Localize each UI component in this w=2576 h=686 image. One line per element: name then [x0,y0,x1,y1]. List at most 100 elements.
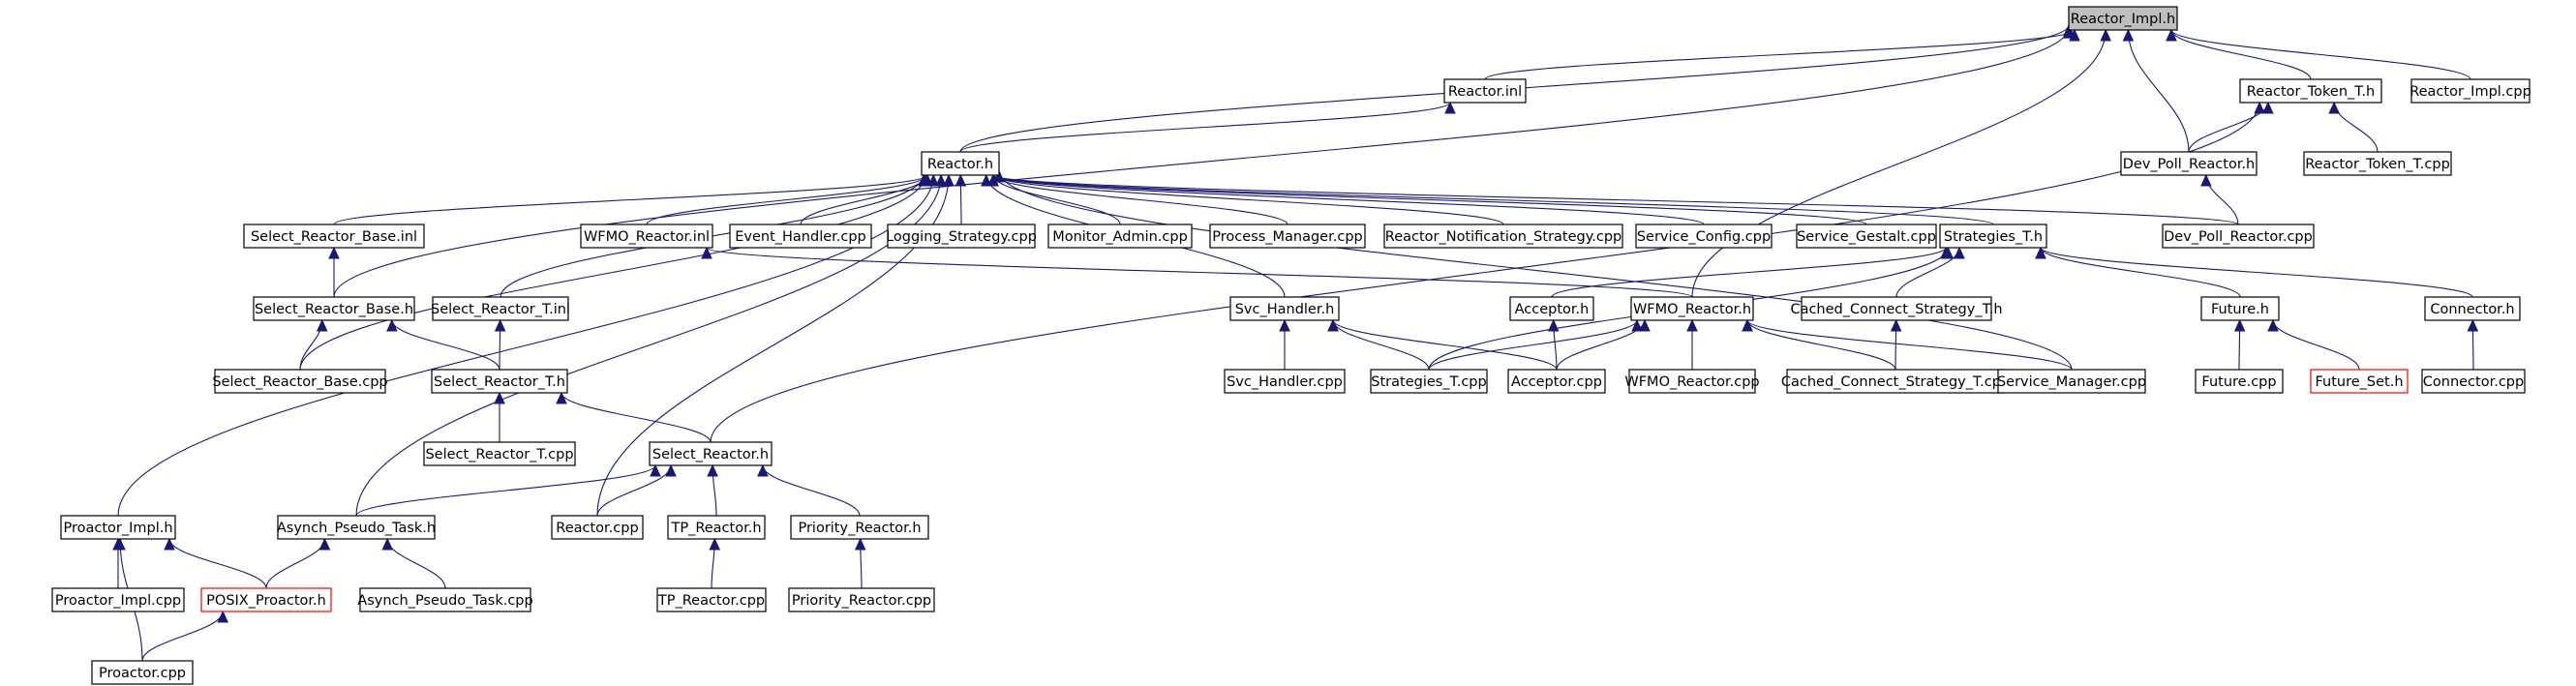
node-label: Svc_Handler.cpp [1227,374,1343,390]
node-process-manager-cpp[interactable]: Process_Manager.cpp [1209,224,1366,249]
node-logging-strategy-cpp[interactable]: Logging_Strategy.cpp [886,224,1037,249]
node-label: Priority_Reactor.cpp [792,593,931,609]
node-label: Svc_Handler.h [1235,302,1335,317]
node-reactor-inl[interactable]: Reactor.inl [1443,78,1527,104]
edge-select-reactor-base-cpp-to-reactor-h [299,173,931,371]
node-label: Acceptor.cpp [1511,374,1602,390]
node-label: Connector.cpp [2423,374,2524,390]
node-future-set-h[interactable]: Future_Set.h [2310,369,2409,394]
edge-select-reactor-base-h-to-reactor-impl-h [333,25,2075,298]
node-svc-handler-h[interactable]: Svc_Handler.h [1229,296,1340,321]
node-reactor-token-t-cpp[interactable]: Reactor_Token_T.cpp [2303,151,2452,176]
edge-reactor-token-t-cpp-to-reactor-token-t-h [2328,101,2379,153]
node-priority-reactor-h[interactable]: Priority_Reactor.h [790,515,929,540]
node-label: Select_Reactor_Base.inl [251,229,417,245]
edge-asynch-pseudo-task-h-to-select-reactor-h [355,463,661,517]
node-label: Select_Reactor_T.h [434,374,565,390]
node-reactor-token-t-h[interactable]: Reactor_Token_T.h [2239,78,2382,104]
edge-tp-reactor-h-to-select-reactor-h [707,463,718,517]
edge-posix-proactor-h-to-asynch-pseudo-task-h [265,537,331,589]
node-label: Service_Gestalt.cpp [1797,229,1936,245]
node-reactor-h[interactable]: Reactor.h [921,151,1000,176]
node-priority-reactor-cpp[interactable]: Priority_Reactor.cpp [788,587,935,612]
node-label: Select_Reactor_T.inl [431,302,570,317]
node-label: WFMO_Reactor.inl [584,229,710,245]
edge-connector-h-to-strategies-t-h [2035,246,2473,298]
node-tp-reactor-h[interactable]: TP_Reactor.h [667,515,766,540]
node-strategies-t-cpp[interactable]: Strategies_T.cpp [1370,369,1488,394]
node-posix-proactor-h[interactable]: POSIX_Proactor.h [200,587,332,612]
node-tp-reactor-cpp[interactable]: TP_Reactor.cpp [656,587,767,612]
node-label: Reactor_Notification_Strategy.cpp [1385,229,1621,245]
node-select-reactor-t-inl[interactable]: Select_Reactor_T.inl [431,296,570,321]
edge-wfmo-reactor-h-to-reactor-impl-h [1691,28,2111,298]
node-dev-poll-reactor-h[interactable]: Dev_Poll_Reactor.h [2120,151,2258,176]
node-label: Cached_Connect_Strategy_T.cpp [1781,374,2010,390]
edge-proactor-cpp-to-posix-proactor-h [141,610,228,662]
node-cached-connect-strategy-t-cpp[interactable]: Cached_Connect_Strategy_T.cpp [1781,369,2010,394]
node-proactor-cpp[interactable]: Proactor.cpp [91,660,194,685]
node-label: Strategies_T.h [1944,229,2043,245]
node-cached-connect-strategy-t-h[interactable]: Cached_Connect_Strategy_T.h [1790,296,2003,321]
node-label: Future.h [2211,302,2269,317]
node-select-reactor-t-cpp[interactable]: Select_Reactor_T.cpp [423,441,576,466]
node-select-reactor-t-h[interactable]: Select_Reactor_T.h [431,369,568,394]
node-label: Future.cpp [2201,374,2276,390]
node-service-config-cpp[interactable]: Service_Config.cpp [1635,224,1773,249]
node-label: Acceptor.h [1515,302,1590,317]
edge-dev-poll-reactor-h-to-reactor-token-t-h [2188,101,2274,153]
node-reactor-notification-strategy-cpp[interactable]: Reactor_Notification_Strategy.cpp [1383,224,1623,249]
node-label: Service_Manager.cpp [1997,374,2146,390]
node-acceptor-h[interactable]: Acceptor.h [1509,296,1594,321]
node-connector-h[interactable]: Connector.h [2424,296,2521,321]
node-asynch-pseudo-task-cpp[interactable]: Asynch_Pseudo_Task.cpp [357,587,533,612]
edge-reactor-impl-cpp-to-reactor-impl-h [2166,28,2471,80]
edge-reactor-inl-to-reactor-impl-h [1484,28,2080,80]
node-label: Reactor.cpp [556,521,638,536]
edge-connector-cpp-to-connector-h [2467,318,2479,371]
node-future-cpp[interactable]: Future.cpp [2195,369,2284,394]
node-select-reactor-base-h[interactable]: Select_Reactor_Base.h [253,296,415,321]
node-reactor-impl-cpp[interactable]: Reactor_Impl.cpp [2409,78,2531,104]
node-strategies-t-h[interactable]: Strategies_T.h [1939,224,2047,249]
node-label: Proactor_Impl.h [63,521,172,536]
node-connector-cpp[interactable]: Connector.cpp [2421,369,2526,394]
node-acceptor-cpp[interactable]: Acceptor.cpp [1507,369,1606,394]
node-service-gestalt-cpp[interactable]: Service_Gestalt.cpp [1796,224,1937,249]
node-monitor-admin-cpp[interactable]: Monitor_Admin.cpp [1047,224,1193,249]
edge-service-gestalt-cpp-to-reactor-h [987,173,1867,225]
node-service-manager-cpp[interactable]: Service_Manager.cpp [1997,369,2146,394]
node-label: Reactor_Impl.cpp [2409,84,2531,100]
graph-edges [112,23,2479,662]
edge-reactor-token-t-h-to-reactor-impl-h [2166,28,2312,80]
node-label: Monitor_Admin.cpp [1052,229,1188,245]
node-select-reactor-base-inl[interactable]: Select_Reactor_Base.inl [243,224,425,249]
node-label: Cached_Connect_Strategy_T.h [1790,302,2002,317]
node-event-handler-cpp[interactable]: Event_Handler.cpp [729,224,872,249]
node-reactor-cpp[interactable]: Reactor.cpp [551,515,644,540]
node-reactor-impl-h[interactable]: Reactor_Impl.h [2068,6,2178,31]
node-label: Proactor.cpp [99,666,186,681]
edge-select-reactor-base-cpp-to-select-reactor-base-h [299,318,328,371]
edge-dev-poll-reactor-cpp-to-reactor-h [987,173,2239,225]
edge-cached-connect-strategy-t-h-to-strategies-t-h [1895,246,1965,298]
node-proactor-impl-cpp[interactable]: Proactor_Impl.cpp [51,587,185,612]
node-asynch-pseudo-task-h[interactable]: Asynch_Pseudo_Task.h [277,515,436,540]
node-future-h[interactable]: Future.h [2200,296,2280,321]
node-label: Reactor_Token_T.cpp [2305,157,2450,172]
node-wfmo-reactor-inl[interactable]: WFMO_Reactor.inl [580,224,713,249]
node-label: Select_Reactor_Base.cpp [212,374,387,390]
node-select-reactor-h[interactable]: Select_Reactor.h [649,441,773,466]
node-label: Connector.h [2430,302,2514,317]
node-select-reactor-base-cpp[interactable]: Select_Reactor_Base.cpp [212,369,388,394]
node-proactor-impl-h[interactable]: Proactor_Impl.h [60,515,176,540]
node-dev-poll-reactor-cpp[interactable]: Dev_Poll_Reactor.cpp [2162,224,2315,249]
node-svc-handler-cpp[interactable]: Svc_Handler.cpp [1224,369,1346,394]
node-wfmo-reactor-cpp[interactable]: WFMO_Reactor.cpp [1624,369,1760,394]
edge-priority-reactor-h-to-select-reactor-h [757,463,861,517]
edge-dev-poll-reactor-cpp-to-dev-poll-reactor-h [2200,173,2239,225]
node-label: Select_Reactor.h [652,447,769,462]
node-label: Proactor_Impl.cpp [55,593,181,609]
node-wfmo-reactor-h[interactable]: WFMO_Reactor.h [1630,296,1754,321]
